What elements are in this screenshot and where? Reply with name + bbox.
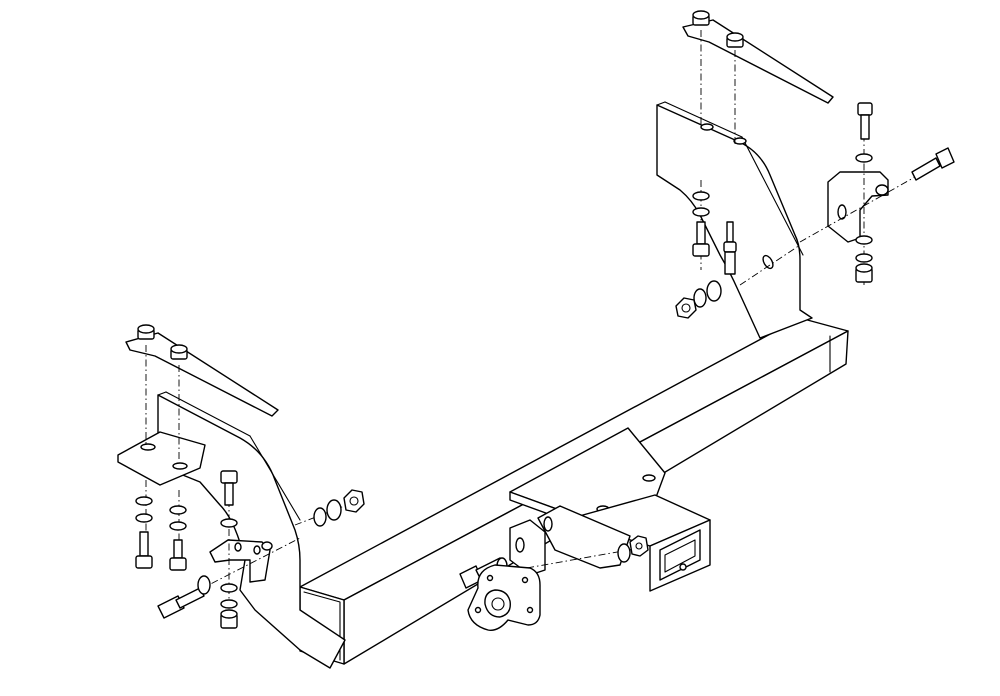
washer-icon xyxy=(693,288,707,308)
mount-hole xyxy=(521,576,529,584)
right-side-bracket xyxy=(799,102,955,285)
right-bolt-stack xyxy=(675,180,801,319)
right-clamp-plate xyxy=(682,10,834,145)
mount-hole xyxy=(474,606,482,614)
washer-icon xyxy=(135,496,153,506)
washer-icon xyxy=(220,599,238,609)
mount-hole xyxy=(140,443,156,451)
washer-icon xyxy=(169,505,187,515)
mount-hole xyxy=(837,204,847,220)
bolt-icon xyxy=(157,587,205,619)
washer-icon xyxy=(706,280,722,302)
washer-icon xyxy=(875,184,889,196)
hex-nut-icon xyxy=(675,297,697,319)
washer-icon xyxy=(220,583,238,593)
hex-nut-icon xyxy=(343,489,365,513)
washer-icon xyxy=(313,507,327,527)
hex-nut-icon xyxy=(726,32,744,48)
washer-icon xyxy=(326,499,342,521)
washer-icon xyxy=(617,543,631,563)
mount-hole xyxy=(762,254,774,270)
bolt-icon xyxy=(220,470,238,506)
hex-nut-icon xyxy=(692,10,710,26)
mount-hole xyxy=(253,545,261,555)
mount-hole xyxy=(515,537,525,553)
mount-hole xyxy=(733,137,747,145)
mount-hole xyxy=(700,123,714,131)
washer-icon xyxy=(220,518,238,528)
left-arm-fasteners xyxy=(294,489,365,527)
washer-icon xyxy=(197,575,211,595)
bolt-icon xyxy=(692,221,710,257)
left-clamp-plate xyxy=(125,324,279,460)
mount-hole xyxy=(526,606,534,614)
hex-nut-icon xyxy=(170,344,188,360)
washer-icon xyxy=(135,513,153,523)
bolt-icon xyxy=(857,102,873,140)
mount-hole xyxy=(486,574,494,582)
hex-nut-icon xyxy=(629,535,649,557)
washer-icon xyxy=(261,541,273,551)
bolt-icon xyxy=(911,147,955,181)
left-bolt-stack xyxy=(135,480,187,571)
hex-nut-icon xyxy=(137,324,155,340)
left-side-arm xyxy=(117,391,346,669)
washer-icon xyxy=(169,521,187,531)
right-side-arm xyxy=(656,101,813,339)
bolt-icon xyxy=(135,531,153,569)
mount-hole xyxy=(234,542,242,552)
socket-plate xyxy=(467,564,541,631)
bolt-icon xyxy=(169,539,187,571)
mount-hole xyxy=(642,474,656,482)
washer-icon xyxy=(692,191,710,201)
pin-hole xyxy=(679,563,687,571)
bolt-icon xyxy=(723,221,737,275)
left-side-bracket xyxy=(157,470,301,629)
washer-icon xyxy=(855,235,873,245)
hex-nut-icon xyxy=(220,609,238,629)
mount-hole xyxy=(172,462,188,470)
hex-nut-icon xyxy=(855,263,873,283)
receiver-tube xyxy=(564,494,711,592)
washer-icon xyxy=(855,253,873,263)
washer-icon xyxy=(692,207,710,217)
mount-hole xyxy=(543,516,553,532)
washer-icon xyxy=(855,153,873,163)
